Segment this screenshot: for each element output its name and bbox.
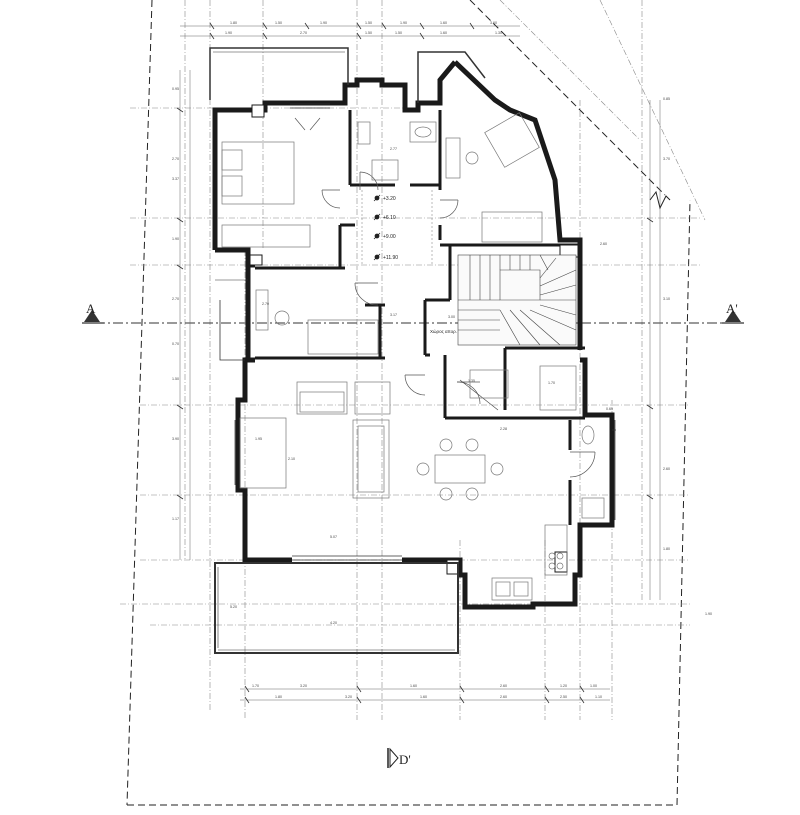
level-markers <box>361 190 433 265</box>
dimension-text: 1.50 <box>275 21 282 25</box>
section-label-left: A <box>86 301 96 316</box>
dimension-text: 1.70 <box>548 381 555 385</box>
dimension-text: 2.60 <box>663 467 670 471</box>
storage-room-label: Χώρος απορ. <box>430 328 457 334</box>
dimension-text: 3.70 <box>663 157 670 161</box>
dimension-text: 5.20 <box>230 605 237 609</box>
dimension-lines <box>179 25 661 701</box>
dimension-text: 1.10 <box>595 695 602 699</box>
dining-table <box>434 454 486 484</box>
dimension-text: 1.60 <box>440 31 447 35</box>
desk <box>307 319 379 355</box>
dimension-text: 3.20 <box>345 695 352 699</box>
level-marker-4: +11.90 <box>383 255 398 261</box>
bed <box>221 141 295 205</box>
dimension-text: 3.37 <box>172 177 179 181</box>
section-axis <box>82 310 744 324</box>
dimension-text: 0.85 <box>663 97 670 101</box>
dimension-text: 2.10 <box>288 457 295 461</box>
dimension-text: 1.50 <box>365 21 372 25</box>
dimension-text: 1.60 <box>440 21 447 25</box>
doors <box>294 117 596 478</box>
dimension-text: 1.90 <box>172 237 179 241</box>
dimension-text: 0.95 <box>172 87 179 91</box>
dimension-text: 2.77 <box>390 147 397 151</box>
sideboard <box>239 417 287 489</box>
dimension-text: 1.90 <box>400 21 407 25</box>
dimension-text: 2.70 <box>262 302 269 306</box>
wardrobe-2 <box>481 211 543 243</box>
dimension-texts: 1.80 1.50 1.90 1.50 1.90 1.60 3.60 1.90 … <box>172 21 712 699</box>
level-marker-2: +6.10 <box>383 215 396 221</box>
dimension-text: 1.00 <box>590 684 597 688</box>
dimension-text: 2.60 <box>500 695 507 699</box>
dimension-text: 1.90 <box>320 21 327 25</box>
dimension-text: 1.50 <box>172 377 179 381</box>
section-label-right: A' <box>726 301 738 316</box>
dimension-text: 2.28 <box>500 427 507 431</box>
dimension-ticks <box>176 22 654 704</box>
dimension-text: 2.60 <box>600 242 607 246</box>
dimension-text: 2.70 <box>300 31 307 35</box>
dimension-text: 3.10 <box>663 297 670 301</box>
dimension-text: 1.90 <box>705 612 712 616</box>
section-label-bottom: D' <box>399 752 411 767</box>
plot-boundary <box>126 0 691 806</box>
bottom-section-mark <box>387 747 399 769</box>
sofa <box>352 419 390 499</box>
furniture <box>221 112 605 601</box>
level-marker-3: +9.00 <box>383 234 396 240</box>
dimension-text: 1.90 <box>225 31 232 35</box>
dimension-text: 0.65 <box>606 407 613 411</box>
dimension-text: 1.95 <box>255 437 262 441</box>
dimension-text: 1.60 <box>410 684 417 688</box>
dimension-text: 1.80 <box>230 21 237 25</box>
dimension-text: 3.90 <box>172 437 179 441</box>
break-mark <box>649 190 671 210</box>
level-marker-1: +3.20 <box>383 196 396 202</box>
armchair <box>354 381 391 415</box>
staircase <box>457 254 577 411</box>
dimension-text: 3.60 <box>490 21 497 25</box>
dimension-text: 1.80 <box>275 695 282 699</box>
dimension-text: 1.60 <box>420 695 427 699</box>
kitchen-counter <box>544 524 568 576</box>
dimension-text: 1.17 <box>172 517 179 521</box>
dimension-text: 1.50 <box>365 31 372 35</box>
kitchen-sink <box>491 577 533 601</box>
dimension-text: 1.50 <box>395 31 402 35</box>
dimension-text: 2.50 <box>560 695 567 699</box>
dimension-text: 2.70 <box>172 157 179 161</box>
dimension-text: 1.20 <box>560 684 567 688</box>
dimension-text: 5.07 <box>330 535 337 539</box>
bathtub <box>357 121 371 145</box>
dimension-text: 4.20 <box>330 621 337 625</box>
outer-walls <box>212 60 615 610</box>
balconies <box>209 47 486 654</box>
dimension-text: 2.70 <box>172 297 179 301</box>
dimension-text: 3.20 <box>300 684 307 688</box>
armchair-sofa <box>296 381 348 415</box>
dimension-text: 0.70 <box>172 342 179 346</box>
wardrobe <box>221 224 311 248</box>
dimension-text: 3.00 <box>448 315 455 319</box>
dimension-text: 1.70 <box>252 684 259 688</box>
construction-grid <box>120 0 706 720</box>
dimension-text: 1.80 <box>663 547 670 551</box>
dimension-text: 2.60 <box>500 684 507 688</box>
windows <box>234 103 616 564</box>
dimension-text: 3.17 <box>390 313 397 317</box>
inner-walls <box>255 110 585 525</box>
dimension-text: 1.30 <box>495 31 502 35</box>
dimension-text: 1.35 <box>468 379 475 383</box>
